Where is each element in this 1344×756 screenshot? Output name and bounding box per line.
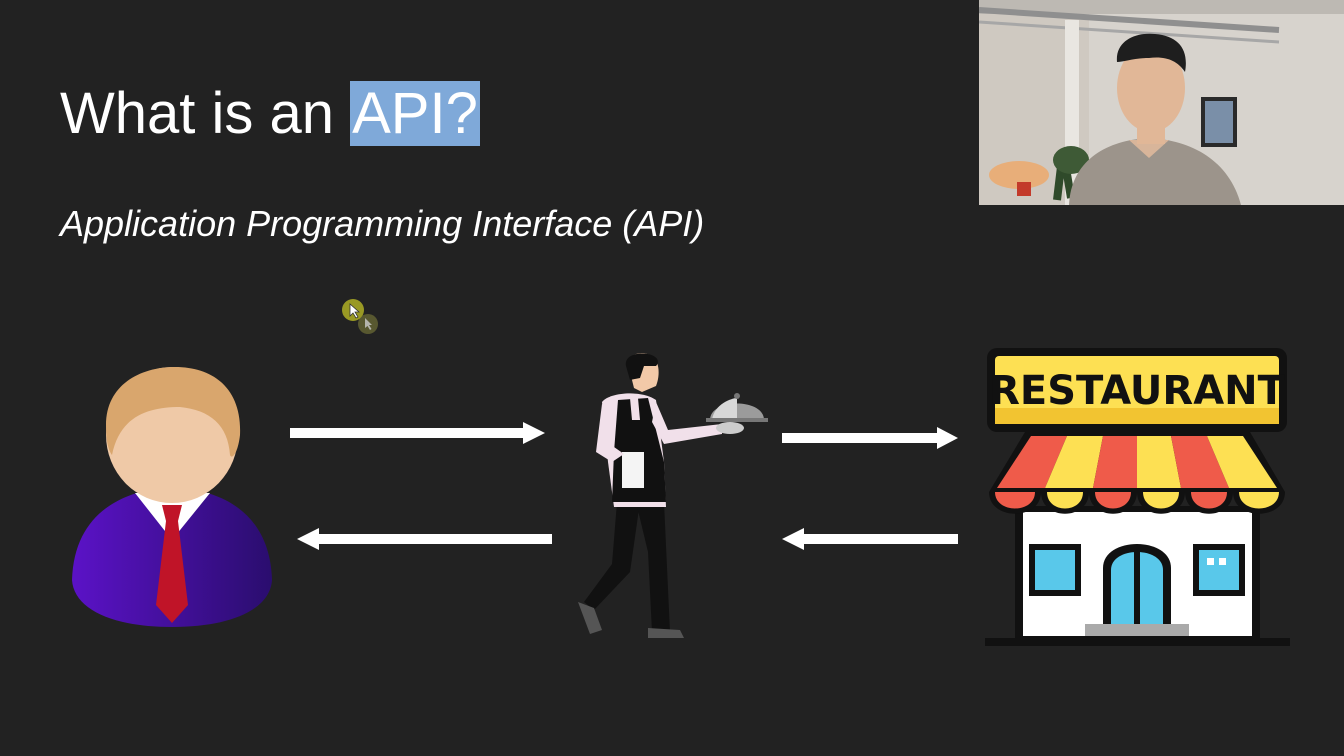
cursor-icon [342,299,382,337]
slide-title: What is an API? [60,80,480,148]
response-arrow-restaurant-to-waiter [782,528,958,550]
response-arrow-waiter-to-customer [297,528,552,550]
waiter-icon [572,352,772,642]
restaurant-sign-text: RESTAURANT [989,368,1286,414]
webcam-feed [979,0,1344,205]
restaurant-icon: RESTAURANT [985,346,1290,651]
customer-icon [70,365,275,630]
request-arrow-customer-to-waiter [290,422,545,444]
title-highlight[interactable]: API? [350,81,480,146]
request-arrow-waiter-to-restaurant [782,427,958,449]
title-prefix: What is an [60,81,351,146]
slide-subtitle: Application Programming Interface (API) [60,203,705,244]
